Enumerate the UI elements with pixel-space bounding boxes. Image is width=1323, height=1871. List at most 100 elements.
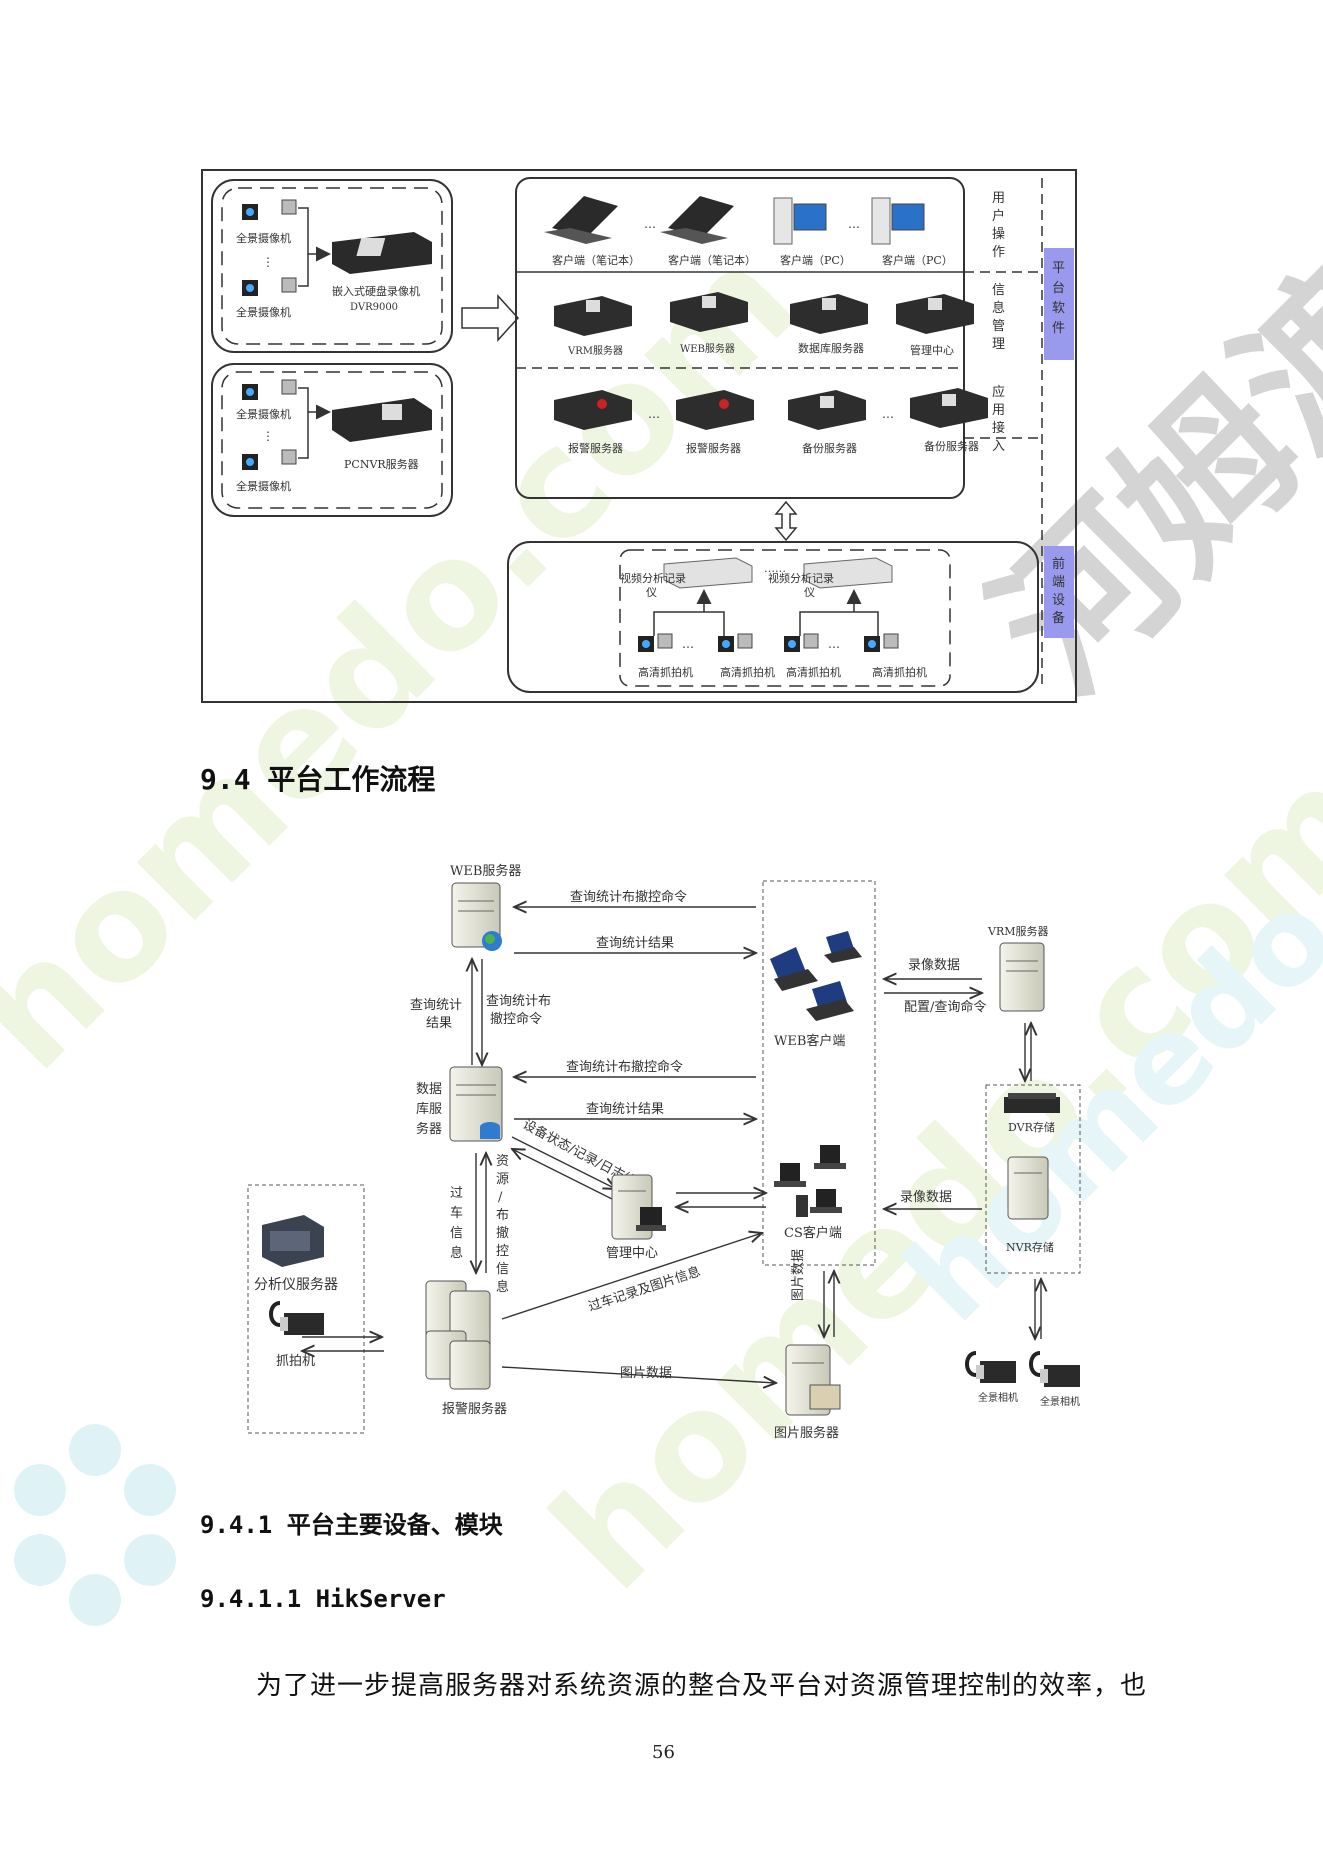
d2-web-result: 查询统计结果	[596, 936, 674, 951]
d2-dvr-storage: DVR存储	[1008, 1120, 1055, 1134]
d1-front-camera-1: 高清抓拍机	[638, 665, 693, 679]
d1-dvr-recorder-line1: 嵌入式硬盘录像机	[332, 284, 420, 298]
d2-pass-info-4: 息	[450, 1245, 463, 1261]
d1-platform-label-2: 台	[1052, 281, 1065, 296]
svg-text:⋮: ⋮	[262, 255, 274, 269]
d1-front-camera-2: 高清抓拍机	[720, 665, 775, 679]
d2-pass-info-2: 车	[450, 1205, 463, 1221]
d1-analyzer-right-1: 视频分析记录	[768, 571, 834, 585]
svg-text:…: …	[828, 637, 840, 651]
d2-db-label-2: 库服	[416, 1101, 442, 1117]
d2-pass-info-3: 信	[450, 1226, 463, 1241]
d1-front-camera-3: 高清抓拍机	[786, 665, 841, 679]
d2-pano-cam-2: 全景相机	[1040, 1395, 1080, 1408]
d1-info-item-2: WEB服务器	[680, 342, 735, 355]
d2-alarm-server: 报警服务器	[442, 1401, 507, 1417]
d1-platform-label-1: 平	[1052, 261, 1065, 276]
d1-info-label-3: 管	[992, 319, 1005, 334]
d1-front-label-2: 端	[1052, 575, 1065, 590]
d1-dvr-camera-bottom: 全景摄像机	[236, 305, 291, 319]
d2-res-8: 息	[496, 1279, 509, 1295]
d1-info-item-4: 管理中心	[910, 343, 954, 357]
d1-pcnvr-server: PCNVR服务器	[344, 458, 419, 471]
d1-user-item-4: 客户端（PC）	[882, 253, 953, 267]
d1-app-label-1: 应	[992, 384, 1005, 400]
d2-record-data-mid: 录像数据	[900, 1190, 952, 1205]
d2-left-result-1: 查询统计	[410, 998, 462, 1013]
d2-web-client-label: WEB客户端	[774, 1033, 845, 1049]
d1-analyzer-left-1: 视频分析记录	[620, 571, 686, 585]
d1-pcnvr-camera-bottom: 全景摄像机	[236, 479, 291, 493]
d1-app-ellipsis-1: …	[648, 407, 660, 421]
d1-user-item-1: 客户端（笔记本）	[552, 253, 640, 267]
d1-app-item-4: 备份服务器	[924, 439, 979, 453]
d2-db-cmd: 查询统计布撤控命令	[566, 1059, 683, 1075]
d1-info-label-4: 理	[992, 337, 1005, 352]
d2-record-data-top: 录像数据	[908, 958, 960, 973]
d2-res-7: 信	[496, 1262, 509, 1277]
d2-cs-client: CS客户端	[784, 1225, 842, 1241]
d1-app-label-3: 接	[992, 420, 1005, 436]
d1-user-label-4: 作	[992, 245, 1005, 260]
d2-left-cmd-1: 查询统计布	[486, 994, 551, 1009]
d2-res-3: /	[498, 1190, 503, 1205]
d1-front-ellipsis: ……	[764, 562, 786, 575]
d2-mgmt-center: 管理中心	[606, 1246, 658, 1261]
d2-nvr-storage: NVR存储	[1006, 1240, 1054, 1254]
d1-front-label-1: 前	[1052, 556, 1065, 572]
d1-app-item-1: 报警服务器	[568, 441, 623, 455]
d2-config-cmd: 配置/查询命令	[904, 999, 986, 1015]
d2-res-6: 控	[496, 1244, 509, 1259]
d2-image-data-vertical: 图片数据	[791, 1249, 806, 1301]
d1-front-camera-4: 高清抓拍机	[872, 665, 927, 679]
section-9-4-1-heading: 9.4.1 平台主要设备、模块	[200, 1511, 503, 1539]
d2-capture-camera: 抓拍机	[276, 1354, 315, 1369]
d1-dvr-recorder-line2: DVR9000	[350, 302, 398, 313]
d1-front-label-4: 备	[1052, 610, 1065, 626]
d2-pass-info-1: 过	[450, 1186, 463, 1201]
body-paragraph: 为了进一步提高服务器对系统资源的整合及平台对资源管理控制的效率，也	[256, 1671, 1148, 1701]
d1-analyzer-left-2: 仪	[646, 586, 657, 599]
d2-db-result: 查询统计结果	[586, 1102, 664, 1117]
d1-platform-label-4: 件	[1052, 321, 1065, 336]
d2-res-5: 撤	[496, 1225, 509, 1241]
platform-architecture-diagram: 全景摄像机 ⋮ 全景摄像机 嵌入式硬盘录像机 DVR9000 全景摄像机 ⋮ 全…	[201, 169, 1077, 703]
d1-app-label-4: 入	[992, 439, 1005, 454]
d1-platform-label-3: 软	[1052, 301, 1065, 316]
d1-app-item-3: 备份服务器	[802, 441, 857, 455]
d2-vrm-server-label: VRM服务器	[987, 925, 1049, 938]
d1-user-label-3: 操	[992, 226, 1005, 242]
d2-res-4: 布	[496, 1208, 509, 1223]
d1-pcnvr-camera-top: 全景摄像机	[236, 407, 291, 421]
d1-info-label-2: 息	[992, 300, 1005, 316]
d2-analyzer-server: 分析仪服务器	[254, 1277, 338, 1293]
d1-dvr-camera-top: 全景摄像机	[236, 231, 291, 245]
d1-app-label-2: 用	[992, 403, 1005, 418]
d1-user-ellipsis-1: …	[644, 217, 656, 231]
d2-image-server: 图片服务器	[774, 1425, 839, 1441]
d1-user-label-2: 户	[992, 208, 1005, 224]
d2-web-server-label: WEB服务器	[450, 863, 521, 879]
d2-res-1: 资	[496, 1154, 509, 1169]
d2-left-cmd-2: 撤控命令	[490, 1011, 542, 1027]
d2-image-data: 图片数据	[620, 1366, 672, 1381]
d1-user-item-2: 客户端（笔记本）	[668, 253, 756, 267]
d1-app-item-2: 报警服务器	[686, 441, 741, 455]
section-9-4-1-1-heading: 9.4.1.1 HikServer	[200, 1585, 446, 1613]
svg-text:…: …	[682, 637, 694, 651]
page-number: 56	[652, 1742, 675, 1763]
d2-db-label-3: 务器	[416, 1121, 442, 1137]
d1-user-ellipsis-2: …	[848, 217, 860, 231]
svg-text:⋮: ⋮	[262, 429, 274, 443]
d2-pano-cam-1: 全景相机	[978, 1391, 1018, 1404]
d1-front-label-3: 设	[1052, 593, 1065, 608]
d1-info-item-3: 数据库服务器	[798, 341, 864, 355]
platform-workflow-diagram: WEB服务器 查询统计布撤控命令 查询统计结果 WEB客户端 VRM服务器 录像…	[247, 863, 1081, 1441]
d1-analyzer-right-2: 仪	[804, 586, 815, 599]
d1-info-label-1: 信	[992, 283, 1005, 298]
d1-info-item-1: VRM服务器	[567, 344, 623, 357]
d2-left-result-2: 结果	[426, 1016, 452, 1031]
d1-user-label-1: 用	[992, 191, 1005, 206]
d1-app-ellipsis-2: …	[882, 407, 894, 421]
d2-web-cmd: 查询统计布撤控命令	[570, 889, 687, 905]
